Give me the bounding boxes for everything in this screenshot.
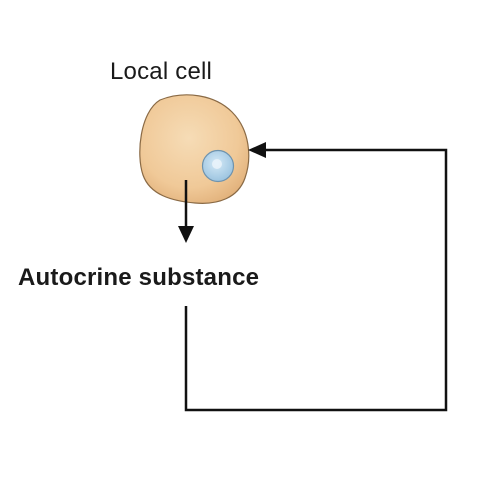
local-cell-shape: [139, 94, 250, 204]
nucleus: [201, 149, 235, 183]
autocrine-substance-label: Autocrine substance: [18, 264, 260, 291]
local-cell-label: Local cell: [110, 58, 213, 85]
secretion-arrow: [178, 180, 194, 243]
feedback-loop-arrow: [184, 142, 448, 412]
